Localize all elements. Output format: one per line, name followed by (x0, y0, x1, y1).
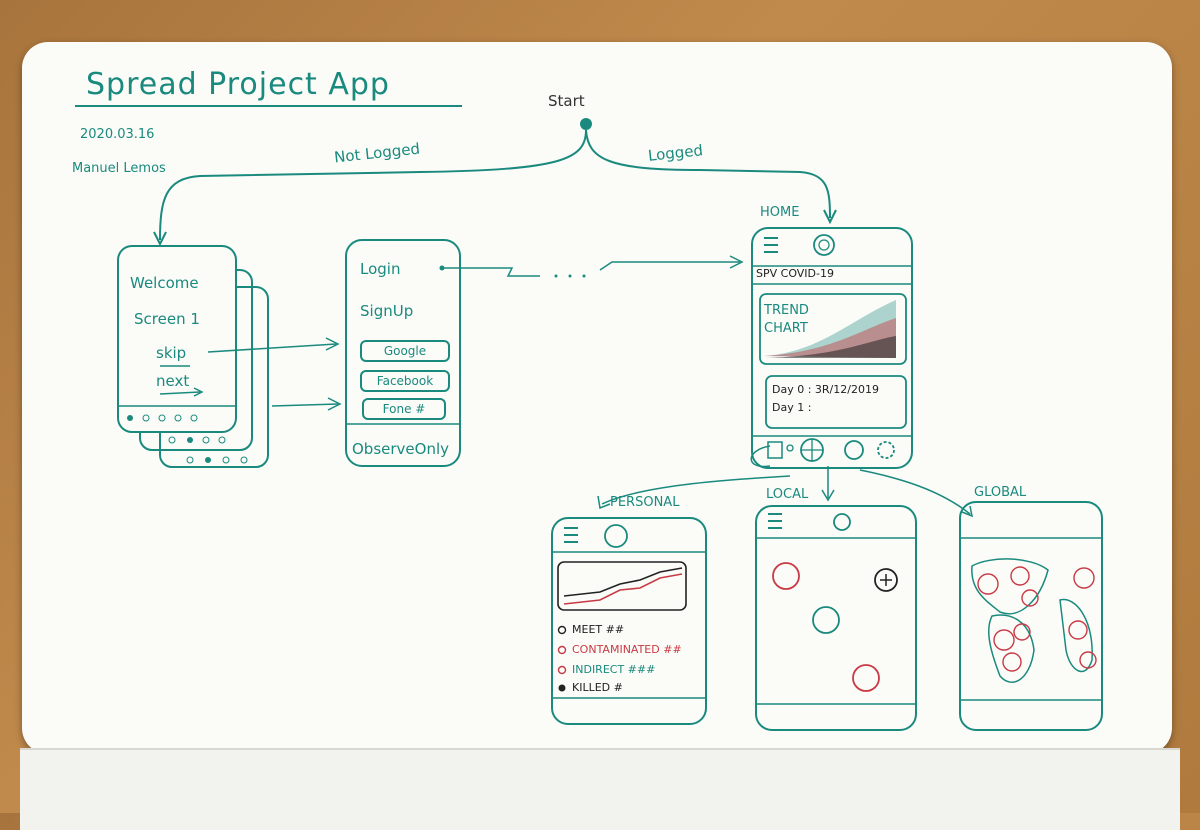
date-text: 2020.03.16 (80, 127, 155, 142)
google-button[interactable]: Google (360, 340, 450, 362)
personal-item-2: INDIRECT ### (572, 663, 656, 676)
next-link[interactable]: next (156, 372, 190, 390)
local-label: LOCAL (766, 487, 809, 502)
trend-chart-line1: TREND (764, 303, 809, 318)
observe-only-button[interactable]: ObserveOnly (352, 440, 450, 458)
start-label: Start (548, 92, 585, 110)
phone-button[interactable]: Fone # (362, 398, 446, 420)
global-label: GLOBAL (974, 485, 1027, 500)
home-label: HOME (760, 205, 800, 220)
author-text: Manuel Lemos (72, 161, 166, 176)
skip-link[interactable]: skip (156, 344, 187, 362)
day0-text: Day 0 : 3R/12/2019 (772, 383, 879, 396)
trend-chart-line2: CHART (764, 321, 808, 336)
facebook-button[interactable]: Facebook (360, 370, 450, 392)
personal-item-0: MEET ## (572, 623, 625, 636)
personal-label: PERSONAL (610, 495, 680, 510)
login-link[interactable]: Login (360, 260, 401, 278)
day1-text: Day 1 : (772, 401, 812, 414)
signup-link[interactable]: SignUp (360, 302, 414, 320)
personal-item-3: KILLED # (572, 681, 623, 694)
welcome-line2: Screen 1 (134, 310, 200, 328)
welcome-line1: Welcome (130, 274, 199, 292)
flow-lines (75, 105, 1103, 731)
personal-item-1: CONTAMINATED ## (572, 643, 682, 656)
start-node (580, 118, 592, 130)
home-header: SPV COVID-19 (756, 267, 834, 280)
page-title: Spread Project App (86, 67, 390, 102)
